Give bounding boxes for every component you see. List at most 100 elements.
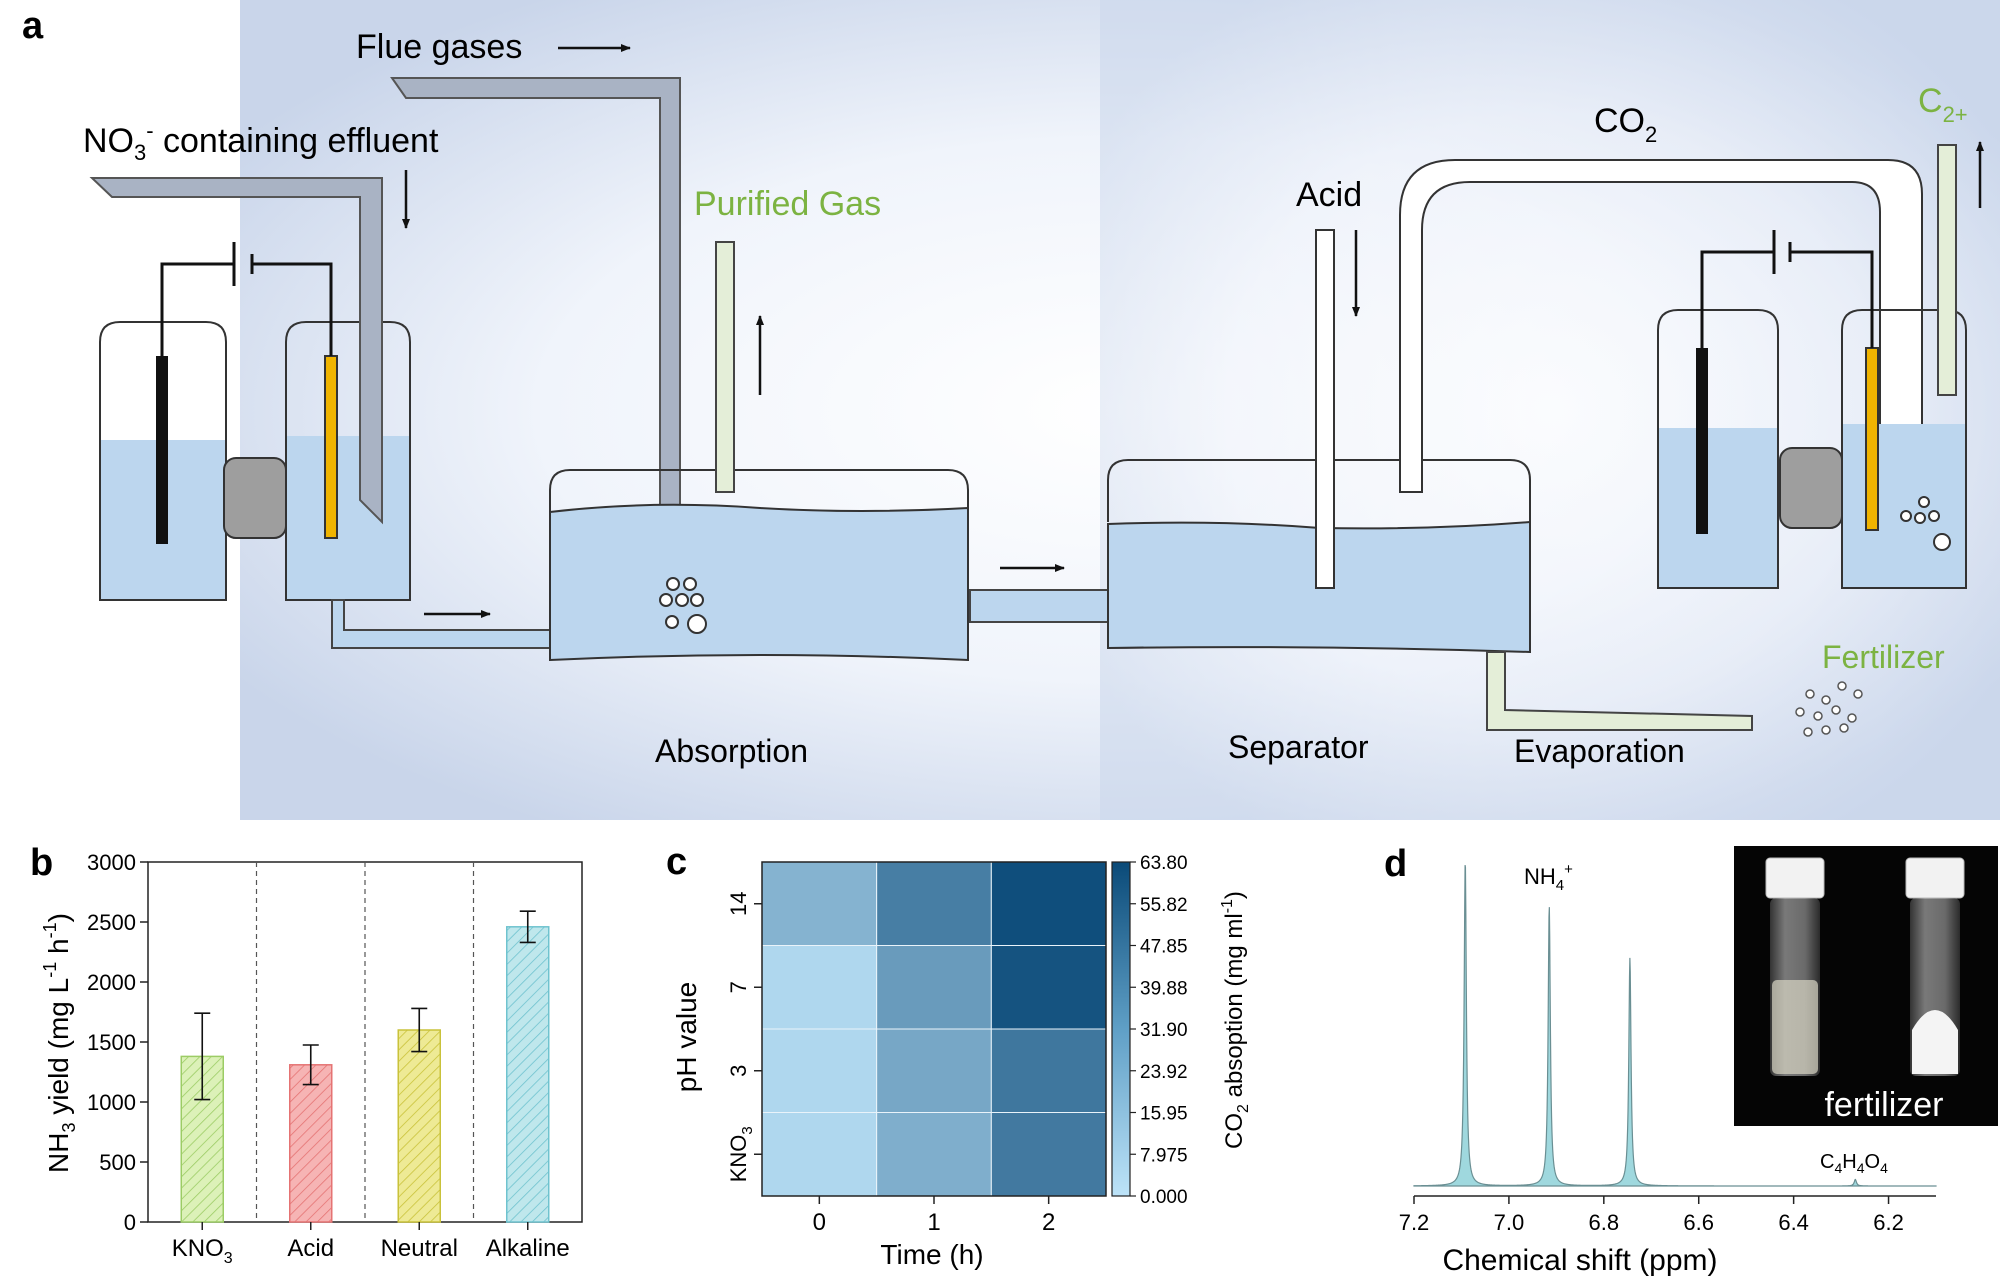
panel-label-d: d bbox=[1384, 843, 1407, 885]
effluent-label: NO3- containing effluent bbox=[83, 118, 439, 165]
b-y-tick-label: 1000 bbox=[87, 1090, 136, 1115]
fertilizer-crystal bbox=[1831, 705, 1841, 715]
d-x-tick-label: 6.2 bbox=[1873, 1210, 1904, 1235]
absorption-tank-liquid bbox=[549, 503, 969, 662]
vial-cap bbox=[1905, 857, 1965, 899]
colorbar-tick-label: 39.88 bbox=[1140, 978, 1188, 999]
c-cell bbox=[876, 1028, 992, 1113]
vial-liquid bbox=[1772, 980, 1818, 1074]
bubble bbox=[665, 615, 679, 629]
right-cell-2-electrolyte bbox=[1842, 424, 1966, 588]
right-wire-2 bbox=[1790, 250, 1874, 348]
c-cell bbox=[990, 1112, 1107, 1197]
c-cell bbox=[990, 1028, 1107, 1113]
b-y-tick-label: 2000 bbox=[87, 970, 136, 995]
c-y-tick-label: 14 bbox=[726, 892, 751, 916]
bubble bbox=[1900, 510, 1912, 522]
vial-cap bbox=[1765, 857, 1825, 899]
colorbar-tick-label: 0.000 bbox=[1140, 1187, 1188, 1208]
left-wire-1 bbox=[160, 262, 234, 356]
colorbar-tick-label: 7.975 bbox=[1140, 1145, 1188, 1166]
b-x-tick-label: KNO3 bbox=[172, 1235, 233, 1267]
absorption-tank-lid bbox=[549, 469, 969, 512]
d-x-tick-label: 6.8 bbox=[1589, 1210, 1620, 1235]
vial-powder-fill bbox=[1912, 1010, 1958, 1074]
fertilizer-crystal bbox=[1795, 707, 1805, 717]
bubble bbox=[1928, 510, 1940, 522]
fertilizer-crystal bbox=[1805, 689, 1815, 699]
bubble bbox=[1914, 512, 1926, 524]
left-cell-2-electrolyte bbox=[286, 436, 410, 600]
panel-label-b: b bbox=[30, 842, 53, 884]
purified-gas-label: Purified Gas bbox=[694, 185, 881, 223]
b-x-tick-label: Neutral bbox=[381, 1235, 458, 1262]
d-x-tick-label: 6.6 bbox=[1683, 1210, 1714, 1235]
vial-powder bbox=[1905, 857, 1965, 1076]
bubble bbox=[1918, 496, 1930, 508]
colorbar-tick-label: 15.95 bbox=[1140, 1104, 1188, 1125]
left-electrolyzer bbox=[99, 242, 411, 601]
co2-label: CO2 bbox=[1594, 102, 1657, 147]
bubble bbox=[659, 593, 673, 607]
b-bar-hatch bbox=[398, 1030, 441, 1222]
c-cell bbox=[990, 861, 1107, 946]
panel-c-heatmap: c pH value Time (h) CO2 absoption (mg ml… bbox=[666, 841, 1252, 1270]
right-counter-electrode bbox=[1696, 348, 1708, 534]
acid-label: Acid bbox=[1296, 176, 1362, 214]
fertilizer-photo-inset: fertilizer bbox=[1734, 846, 1998, 1126]
colorbar-tick-label: 31.90 bbox=[1140, 1020, 1188, 1041]
fertilizer-crystal bbox=[1853, 689, 1863, 699]
b-y-tick-label: 2500 bbox=[87, 910, 136, 935]
c2-label: C2+ bbox=[1918, 82, 1968, 127]
inset-label: fertilizer bbox=[1824, 1086, 1943, 1124]
right-working-electrode bbox=[1865, 347, 1879, 531]
left-cell-1-outline bbox=[99, 321, 227, 601]
c-cell bbox=[876, 861, 992, 946]
c-x-tick-label: 1 bbox=[927, 1209, 940, 1236]
left-counter-electrode bbox=[156, 356, 168, 544]
fertilizer-crystal bbox=[1837, 681, 1847, 691]
colorbar-tick-label: 55.82 bbox=[1140, 895, 1188, 916]
c4h4o4-peak-label: C4H4O4 bbox=[1820, 1151, 1888, 1176]
bubble bbox=[683, 577, 697, 591]
d-x-axis-label: Chemical shift (ppm) bbox=[1442, 1244, 1717, 1277]
fertilizer-crystal bbox=[1847, 713, 1857, 723]
bubble bbox=[666, 577, 680, 591]
b-y-tick-label: 500 bbox=[99, 1150, 136, 1175]
c-cell bbox=[761, 861, 878, 946]
b-y-tick-label: 0 bbox=[124, 1210, 136, 1235]
b-x-tick-label: Acid bbox=[287, 1235, 334, 1262]
absorber-to-separator-pipe bbox=[969, 589, 1109, 623]
b-x-tick-label: Alkaline bbox=[486, 1235, 570, 1262]
left-membrane bbox=[223, 457, 287, 539]
right-electrolyzer bbox=[1657, 230, 1967, 589]
right-cell-1-electrolyte bbox=[1658, 428, 1778, 588]
nh4-peak-label: NH4+ bbox=[1524, 861, 1573, 894]
c-y-tick-label: KNO3 bbox=[726, 1126, 756, 1182]
c-y-axis-label: pH value bbox=[671, 982, 702, 1093]
panel-label-c: c bbox=[666, 841, 687, 883]
c-cell bbox=[761, 1028, 878, 1113]
c-cell bbox=[876, 1112, 992, 1197]
right-wire-1 bbox=[1700, 250, 1774, 348]
panel-a-process-diagram: a NO3- containing effluent Flue gases bbox=[22, 0, 2000, 820]
b-y-axis-label: NH3 yield (mg L-1 h-1) bbox=[40, 913, 79, 1173]
colorbar-tick-label: 47.85 bbox=[1140, 937, 1188, 958]
b-y-tick-label: 1500 bbox=[87, 1030, 136, 1055]
evaporation-label: Evaporation bbox=[1514, 733, 1685, 769]
fertilizer-crystal bbox=[1813, 711, 1823, 721]
nmr-spectrum-trace bbox=[1413, 865, 1937, 1187]
c-cell bbox=[876, 945, 992, 1030]
absorption-label: Absorption bbox=[655, 733, 808, 769]
fertilizer-crystal bbox=[1821, 725, 1831, 735]
c-x-tick-label: 0 bbox=[813, 1209, 826, 1236]
d-x-tick-label: 7.2 bbox=[1399, 1210, 1430, 1235]
c-x-tick-label: 2 bbox=[1042, 1209, 1055, 1236]
c-cell bbox=[761, 1112, 878, 1197]
c-y-tick-label: 3 bbox=[726, 1065, 751, 1077]
fertilizer-label: Fertilizer bbox=[1822, 639, 1945, 675]
